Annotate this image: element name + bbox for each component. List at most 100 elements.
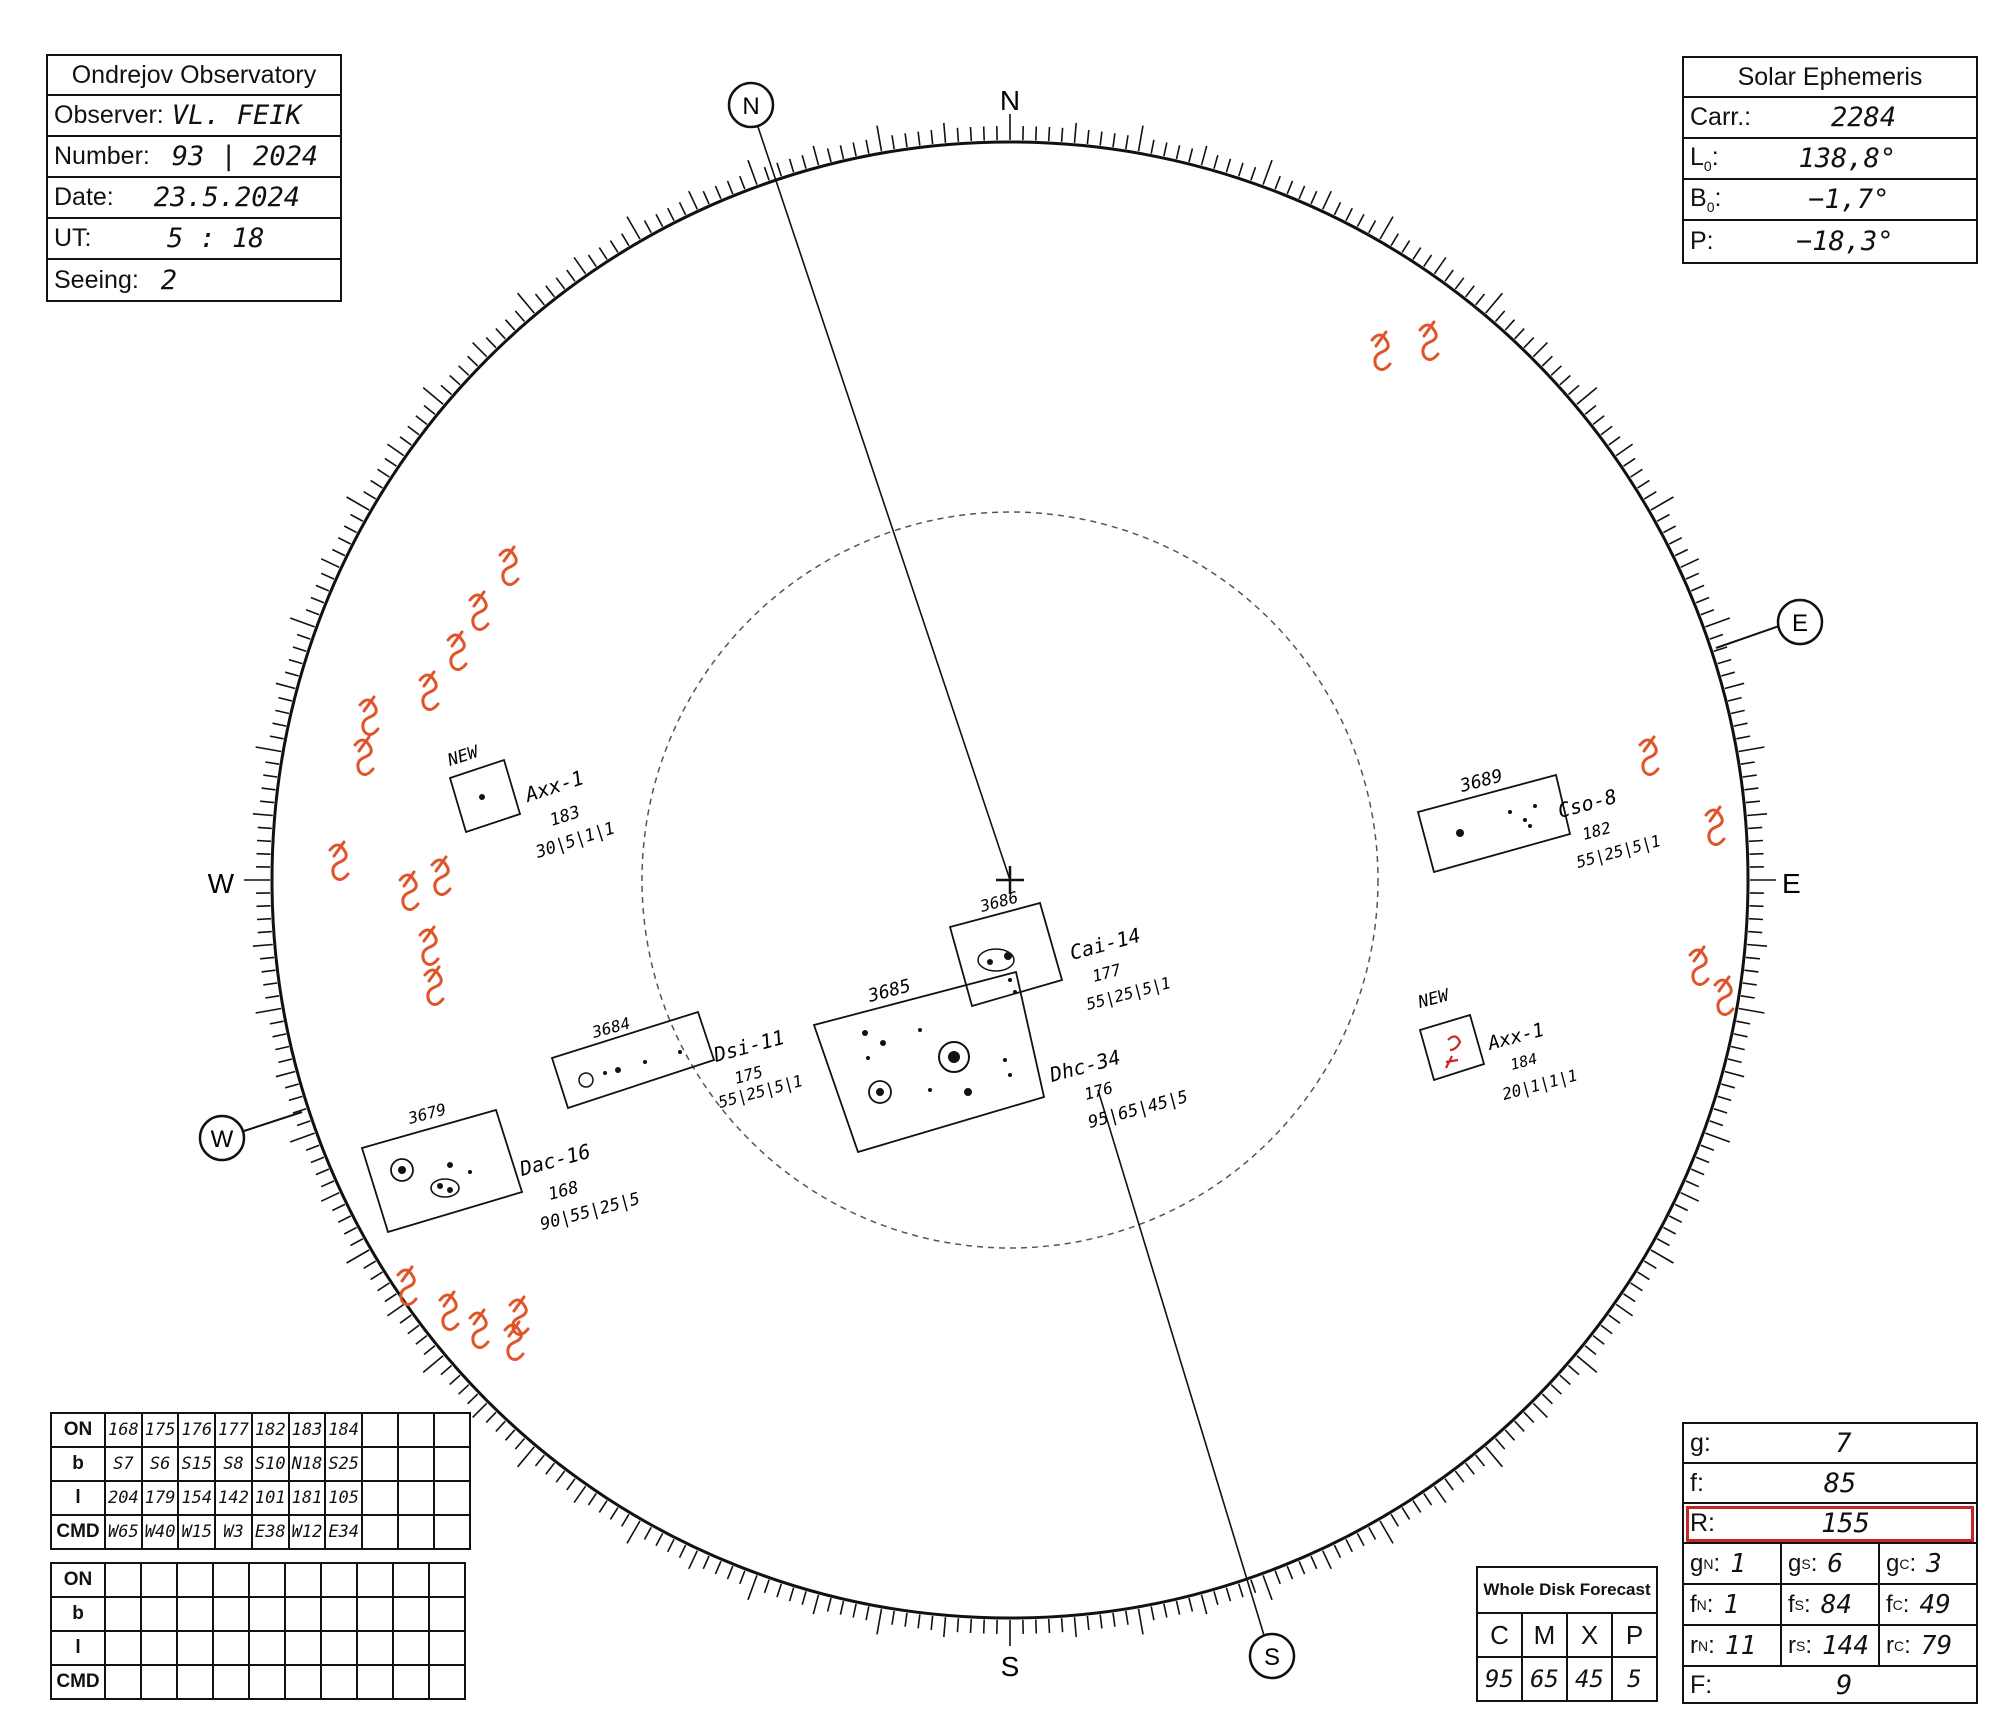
degree-tick bbox=[1736, 1020, 1751, 1025]
degree-tick bbox=[1060, 1618, 1064, 1633]
degree-tick bbox=[272, 722, 287, 727]
degree-tick bbox=[1112, 133, 1116, 148]
forecast-labels-row: C M X P bbox=[1478, 1614, 1656, 1658]
degree-tick bbox=[1745, 800, 1760, 804]
degree-tick bbox=[1695, 1156, 1710, 1164]
degree-tick bbox=[1368, 220, 1377, 234]
degree-tick bbox=[350, 1238, 364, 1247]
degree-tick bbox=[609, 240, 619, 253]
degree-tick bbox=[1225, 158, 1232, 173]
degree-tick bbox=[1099, 131, 1103, 146]
coord-table-cell: S15 bbox=[177, 1446, 217, 1482]
degree-tick bbox=[485, 337, 497, 349]
north-circle-marker: N bbox=[727, 81, 775, 129]
observer-value: VL. FEIK bbox=[171, 100, 302, 131]
degree-tick bbox=[1047, 1618, 1051, 1634]
empty-table-cell bbox=[248, 1664, 286, 1700]
seeing-row: Seeing: 2 bbox=[48, 260, 340, 300]
degree-tick bbox=[399, 1314, 412, 1324]
degree-tick bbox=[801, 1591, 807, 1606]
degree-tick bbox=[1485, 1446, 1504, 1468]
degree-tick bbox=[943, 1617, 947, 1638]
p-value: −18,3° bbox=[1796, 225, 1894, 257]
degree-tick bbox=[1368, 1526, 1377, 1540]
degree-tick bbox=[1047, 126, 1051, 142]
degree-tick bbox=[566, 269, 576, 282]
degree-tick bbox=[1333, 201, 1342, 216]
coord-table-cell: 176 bbox=[177, 1412, 217, 1448]
observer-label: Observer: bbox=[54, 101, 164, 129]
coord-table-cell: S8 bbox=[214, 1446, 253, 1482]
degree-tick bbox=[555, 277, 566, 290]
facula-mark bbox=[1418, 320, 1440, 361]
group-3685: 3685 Dhc-34 176 95|65|45|5 bbox=[812, 970, 1190, 1154]
degree-tick bbox=[1727, 1058, 1742, 1064]
degree-tick bbox=[726, 1565, 734, 1580]
degree-tick bbox=[852, 142, 857, 157]
degree-tick bbox=[852, 1603, 857, 1618]
g-label: g: bbox=[1690, 1428, 1711, 1457]
degree-tick bbox=[1637, 1271, 1650, 1281]
number-row: Number: 93 | 2024 bbox=[48, 137, 340, 178]
empty-table-cell bbox=[104, 1630, 142, 1666]
degree-tick bbox=[1379, 216, 1394, 240]
degree-tick bbox=[305, 1144, 320, 1151]
coord-table-cell: S10 bbox=[250, 1446, 290, 1482]
group-new-west-class: Axx-1 bbox=[520, 765, 587, 807]
degree-tick bbox=[458, 365, 470, 376]
south-circle-marker: S bbox=[1248, 1632, 1296, 1680]
degree-tick bbox=[261, 787, 276, 791]
facula-mark bbox=[1713, 975, 1735, 1016]
facula-mark bbox=[358, 695, 380, 736]
fn-value: 1 bbox=[1723, 1589, 1740, 1620]
coord-table-row-header: CMD bbox=[50, 1514, 106, 1550]
facula-mark bbox=[430, 855, 452, 896]
rs-value: 144 bbox=[1822, 1630, 1869, 1661]
degree-tick bbox=[1733, 722, 1748, 727]
degree-tick bbox=[350, 513, 364, 522]
degree-tick bbox=[1656, 513, 1670, 522]
degree-tick bbox=[495, 1420, 506, 1432]
flare-index-row: F: 9 bbox=[1684, 1667, 1976, 1704]
b0-value: −1,7° bbox=[1808, 184, 1890, 215]
g-value: 7 bbox=[1835, 1427, 1852, 1459]
coord-table-row-header: l bbox=[50, 1480, 106, 1516]
east-circle-label: E bbox=[1792, 610, 1808, 637]
degree-tick bbox=[1668, 536, 1683, 545]
degree-tick bbox=[346, 496, 370, 511]
degree-tick bbox=[1444, 1478, 1454, 1491]
carrington-value: 2284 bbox=[1831, 102, 1897, 133]
degree-tick bbox=[1592, 415, 1605, 426]
degree-tick bbox=[865, 1606, 870, 1621]
degree-tick bbox=[1250, 1579, 1257, 1594]
group-new-east-class: Axx-1 bbox=[1485, 1019, 1547, 1055]
empty-table-cell bbox=[212, 1664, 250, 1700]
flare-index-label: F: bbox=[1690, 1671, 1713, 1699]
degree-tick bbox=[1637, 479, 1650, 489]
degree-tick bbox=[1721, 671, 1736, 677]
coord-table-cell: W65 bbox=[104, 1514, 143, 1550]
rn-value: 11 bbox=[1724, 1630, 1757, 1661]
degree-tick bbox=[1576, 1355, 1598, 1374]
number-label: Number: bbox=[54, 142, 150, 170]
degree-tick bbox=[315, 1168, 330, 1176]
degree-tick bbox=[688, 190, 699, 210]
degree-tick bbox=[1401, 1507, 1411, 1520]
rc-value: 79 bbox=[1920, 1630, 1953, 1661]
degree-tick bbox=[255, 746, 282, 753]
facula-mark bbox=[1370, 330, 1392, 371]
degree-tick bbox=[1685, 572, 1700, 580]
empty-table-cell bbox=[356, 1664, 394, 1700]
r-label: R: bbox=[1690, 1508, 1715, 1537]
degree-tick bbox=[1423, 1493, 1433, 1506]
degree-tick bbox=[504, 319, 516, 331]
degree-tick bbox=[1748, 917, 1764, 921]
degree-tick bbox=[1086, 130, 1090, 145]
degree-tick bbox=[566, 1478, 576, 1491]
degree-tick bbox=[1713, 646, 1728, 653]
west-circle-label: W bbox=[211, 1126, 234, 1153]
